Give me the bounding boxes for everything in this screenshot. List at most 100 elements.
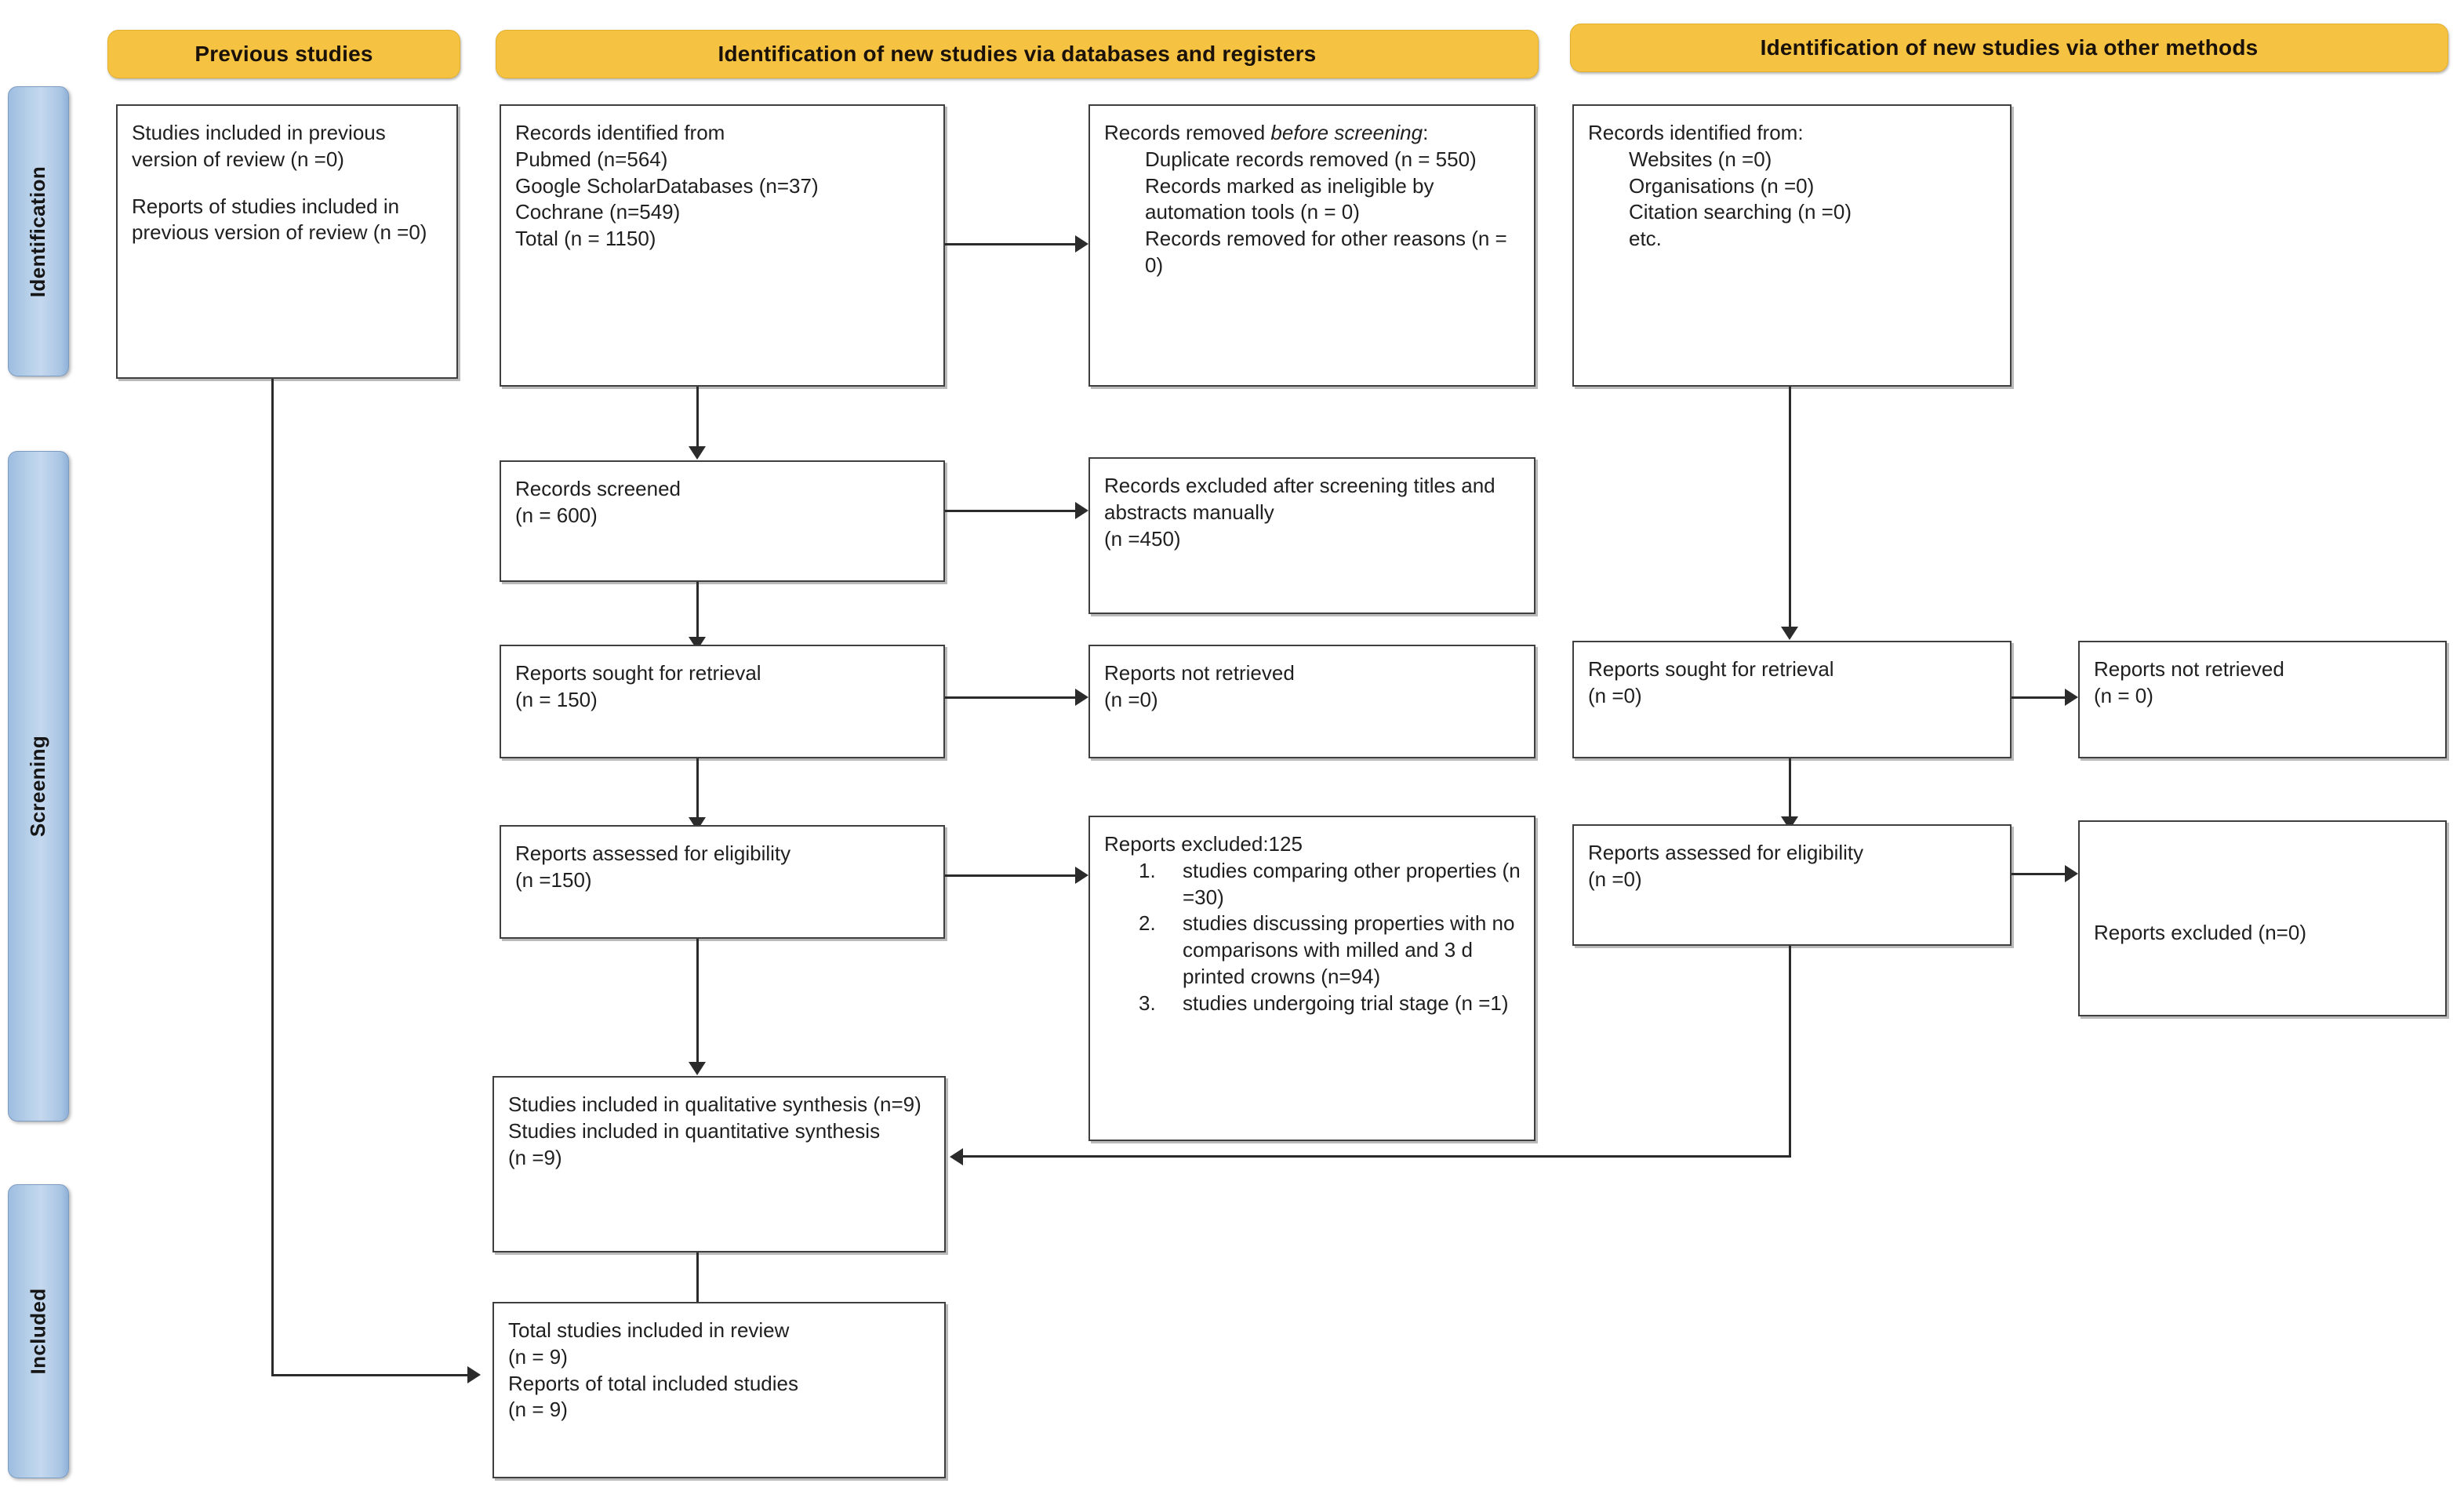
synthesis-line-3: (n =9) (508, 1145, 562, 1169)
arrow-screened-to-excluded (1075, 502, 1088, 519)
other-identified-heading: Records identified from: (1588, 121, 1804, 144)
box-reports-excluded-reasons: Reports excluded:125 1. studies comparin… (1088, 816, 1535, 1141)
box-records-identified-databases: Records identified from Pubmed (n=564) G… (500, 104, 945, 387)
reason-number-3: 3. (1139, 991, 1156, 1015)
connector-other-sought-to-not-retrieved (2012, 696, 2065, 699)
reports-excluded-heading: Reports excluded:125 (1104, 832, 1303, 856)
arrow-other-assessed-to-excluded (2065, 865, 2078, 882)
box-reports-excluded-other: Reports excluded (n=0) (2078, 820, 2447, 1016)
synthesis-line-1: Studies included in qualitative synthesi… (508, 1092, 921, 1116)
box-records-screened: Records screened (n = 600) (500, 460, 945, 582)
other-sought-count: (n =0) (1588, 683, 1642, 707)
other-assessed-label: Reports assessed for eligibility (1588, 841, 1864, 864)
total-line-1: Total studies included in review (508, 1318, 790, 1342)
connector-previous-to-total-horizontal (271, 1374, 467, 1376)
box-total-studies-included: Total studies included in review (n = 9)… (492, 1302, 946, 1478)
other-identified-line-2: Organisations (n =0) (1629, 173, 1815, 198)
connector-synthesis-to-total (696, 1252, 699, 1311)
records-removed-item-3: Records removed for other reasons (n = 0… (1145, 227, 1507, 277)
records-removed-item-2: Records marked as ineligible by automati… (1145, 173, 1434, 224)
connector-other-to-synthesis-vertical (1789, 946, 1791, 1158)
banner-previous-studies: Previous studies (107, 30, 460, 78)
reports-sought-count: (n = 150) (515, 687, 598, 711)
connector-previous-to-total-vertical (271, 379, 274, 1374)
phase-tab-included: Included (8, 1184, 69, 1478)
records-removed-heading: Records removed before screening: (1104, 120, 1521, 147)
previous-reports-included-text: Reports of studies included in previous … (132, 194, 427, 245)
connector-other-identified-to-sought (1789, 387, 1791, 627)
connector-assessed-to-synthesis (696, 939, 699, 1062)
reason-number-2: 2. (1139, 911, 1156, 936)
other-identified-line-4: etc. (1629, 227, 1662, 251)
records-identified-line-1: Pubmed (n=564) (515, 147, 668, 171)
box-reports-sought-other: Reports sought for retrieval (n =0) (1572, 641, 2012, 758)
records-screened-count: (n = 600) (515, 503, 598, 527)
records-removed-heading-suffix: : (1423, 121, 1429, 144)
banner-previous-studies-label: Previous studies (194, 41, 373, 66)
arrow-previous-to-total (467, 1366, 481, 1383)
connector-assessed-to-excluded (945, 874, 1075, 877)
phase-label-screening: Screening (26, 735, 50, 838)
arrow-identified-to-screened (689, 446, 706, 460)
box-reports-not-retrieved-databases: Reports not retrieved (n =0) (1088, 645, 1535, 758)
reports-excluded-reason-list: 1. studies comparing other properties (n… (1104, 858, 1521, 1017)
box-reports-sought-databases: Reports sought for retrieval (n = 150) (500, 645, 945, 758)
connector-identified-to-removed (945, 243, 1075, 245)
reports-not-retrieved-count: (n =0) (1104, 687, 1158, 711)
phase-label-identification: Identification (26, 165, 50, 297)
arrow-sought-to-not-retrieved (1075, 689, 1088, 706)
connector-other-sought-to-assessed (1789, 758, 1791, 816)
connector-other-to-synthesis-horizontal (963, 1155, 1791, 1158)
arrow-identified-to-removed (1075, 235, 1088, 253)
banner-databases-registers: Identification of new studies via databa… (496, 30, 1539, 78)
phase-label-included: Included (26, 1288, 50, 1375)
records-excluded-label: Records excluded after screening titles … (1104, 474, 1495, 524)
box-reports-assessed-other: Reports assessed for eligibility (n =0) (1572, 824, 2012, 946)
box-records-excluded-after-screening: Records excluded after screening titles … (1088, 457, 1535, 614)
records-identified-line-2: Google ScholarDatabases (n=37) (515, 173, 819, 198)
connector-screened-to-sought (696, 582, 699, 637)
total-line-2: (n = 9) (508, 1344, 568, 1369)
synthesis-line-2: Studies included in quantitative synthes… (508, 1118, 881, 1143)
records-identified-heading: Records identified from (515, 121, 725, 144)
reports-excluded-reason-1: 1. studies comparing other properties (n… (1104, 858, 1521, 911)
other-identified-line-1: Websites (n =0) (1629, 147, 1772, 171)
banner-databases-registers-label: Identification of new studies via databa… (718, 41, 1317, 66)
box-reports-assessed-databases: Reports assessed for eligibility (n =150… (500, 825, 945, 939)
other-excluded-label: Reports excluded (n=0) (2094, 921, 2306, 944)
other-not-retrieved-count: (n = 0) (2094, 683, 2153, 707)
reason-text-1: studies comparing other properties (n =3… (1183, 858, 1521, 909)
records-identified-line-3: Cochrane (n=549) (515, 200, 681, 224)
connector-identified-to-screened (696, 387, 699, 446)
connector-sought-to-not-retrieved (945, 696, 1075, 699)
reports-sought-label: Reports sought for retrieval (515, 661, 761, 685)
box-reports-not-retrieved-other: Reports not retrieved (n = 0) (2078, 641, 2447, 758)
reports-assessed-count: (n =150) (515, 867, 592, 892)
reports-assessed-label: Reports assessed for eligibility (515, 842, 791, 865)
arrow-assessed-to-synthesis (689, 1062, 706, 1075)
records-removed-item-1: Duplicate records removed (n = 550) (1145, 147, 1477, 171)
box-studies-included-synthesis: Studies included in qualitative synthesi… (492, 1076, 946, 1252)
reports-excluded-reason-3: 3. studies undergoing trial stage (n =1) (1104, 991, 1521, 1017)
reason-text-3: studies undergoing trial stage (n =1) (1183, 991, 1509, 1015)
phase-tab-identification: Identification (8, 86, 69, 376)
arrow-other-identified-to-sought (1781, 627, 1798, 640)
other-identified-line-3: Citation searching (n =0) (1629, 200, 1852, 224)
connector-other-assessed-to-excluded (2012, 873, 2065, 875)
box-previous-studies: Studies included in previous version of … (116, 104, 458, 379)
records-removed-heading-prefix: Records removed (1104, 121, 1271, 144)
records-excluded-count: (n =450) (1104, 526, 1181, 551)
other-sought-label: Reports sought for retrieval (1588, 657, 1834, 681)
connector-sought-to-assessed (696, 758, 699, 817)
reason-number-1: 1. (1139, 858, 1156, 882)
reason-text-2: studies discussing properties with no co… (1183, 911, 1515, 988)
connector-screened-to-excluded (945, 510, 1075, 512)
arrow-other-sought-to-not-retrieved (2065, 689, 2078, 706)
banner-other-methods-label: Identification of new studies via other … (1760, 35, 2259, 60)
records-removed-heading-italic: before screening (1270, 121, 1423, 144)
other-not-retrieved-label: Reports not retrieved (2094, 657, 2284, 681)
phase-tab-screening: Screening (8, 451, 69, 1121)
total-line-4: (n = 9) (508, 1398, 568, 1422)
records-identified-line-4: Total (n = 1150) (515, 227, 656, 251)
